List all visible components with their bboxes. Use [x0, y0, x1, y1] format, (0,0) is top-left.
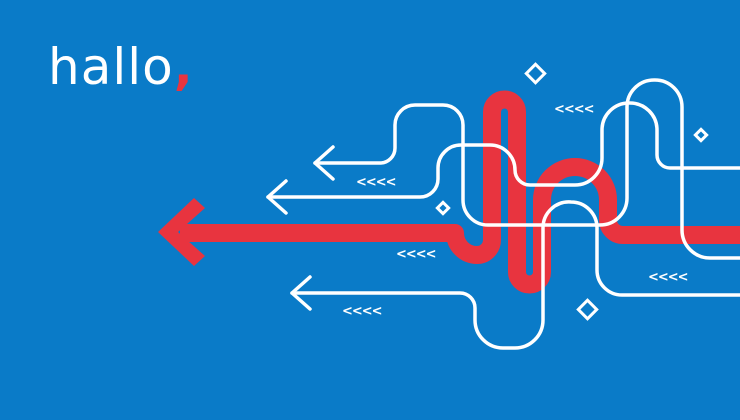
route-bottom — [290, 200, 740, 350]
arrow-head-second-icon — [266, 179, 288, 215]
chevrons-icon: <<<< — [356, 175, 397, 190]
arrow-head-top-icon — [313, 145, 335, 181]
greeting-heading: hallo, — [48, 42, 194, 92]
greeting-comma: , — [173, 38, 194, 96]
red-route — [180, 90, 740, 294]
chevrons-icon: <<<< — [396, 247, 437, 262]
red-arrow-head-icon — [158, 198, 205, 266]
route-second — [266, 101, 740, 199]
chevrons-icon: <<<< — [342, 304, 383, 319]
arrow-head-bottom-icon — [290, 275, 312, 311]
diamond-icon — [693, 127, 709, 143]
chevrons-icon: <<<< — [648, 270, 689, 285]
diamond-icon — [524, 62, 547, 85]
diamond-icon — [576, 298, 599, 321]
route-top — [313, 78, 740, 260]
diamond-icon — [435, 200, 451, 216]
chevrons-icon: <<<< — [554, 102, 595, 117]
white-routes — [266, 78, 740, 350]
diamonds — [435, 62, 709, 321]
greeting-word: hallo — [48, 38, 174, 96]
